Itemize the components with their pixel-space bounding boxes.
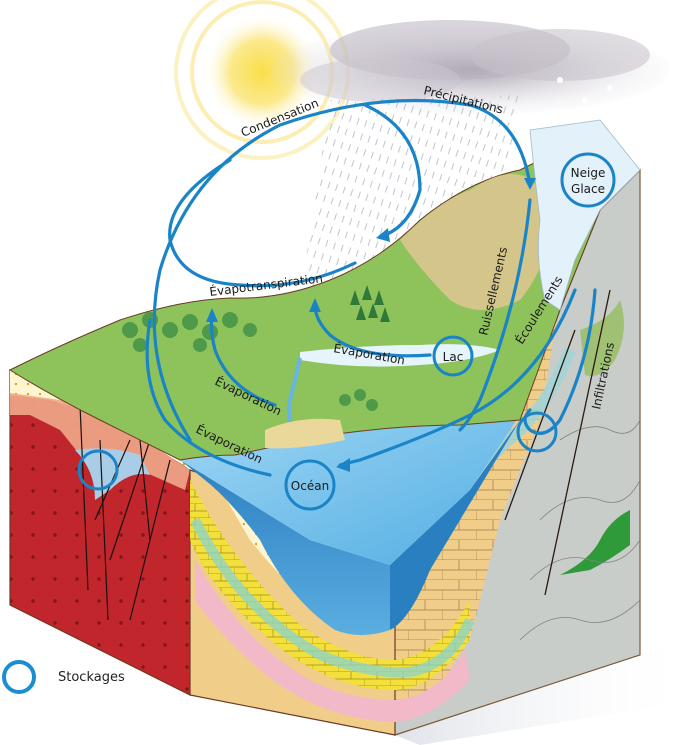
storage-aquifer-right xyxy=(516,411,558,453)
arrowhead-ocean xyxy=(336,458,350,472)
aquifer-pocket-left xyxy=(75,448,150,500)
glacier xyxy=(529,119,641,311)
faults-right xyxy=(504,289,611,596)
flow-evapotranspiration xyxy=(168,158,357,288)
arrowhead-precip-inner xyxy=(376,228,390,242)
delta xyxy=(265,418,345,449)
ground-shadow xyxy=(395,640,700,745)
label-glace: Glace xyxy=(571,182,605,196)
legend-label-stockages: Stockages xyxy=(58,669,125,685)
ocean-side xyxy=(390,420,520,630)
flow-ruissellements xyxy=(458,198,532,432)
legend: Stockages xyxy=(2,660,125,694)
label-ocean: Océan xyxy=(291,479,329,493)
green-lens xyxy=(580,300,624,376)
cloud-icon xyxy=(270,20,670,115)
storage-ocean xyxy=(284,459,336,511)
green-vein xyxy=(560,510,630,575)
arrowhead-evap-lake xyxy=(309,298,321,312)
flow-evaporation-ocean xyxy=(145,318,272,477)
conifers xyxy=(350,285,390,322)
label-lac: Lac xyxy=(443,350,464,364)
storage-ring-icon xyxy=(2,660,36,694)
flow-ecoulements xyxy=(338,288,577,467)
mountain-range xyxy=(400,174,550,310)
limestone-layer xyxy=(190,480,470,690)
storage-aquifer-left xyxy=(77,449,119,491)
ocean-front xyxy=(180,460,390,635)
aquifer-band-fold xyxy=(190,517,475,678)
schist-folds xyxy=(519,419,641,641)
flow-precip-inner xyxy=(363,103,422,237)
flow-evaporation-lake xyxy=(313,303,432,358)
flow-infiltrations xyxy=(523,288,597,435)
storage-neige-glace xyxy=(560,152,616,208)
arrowhead-precipitations xyxy=(524,178,536,190)
flow-evaporation-land xyxy=(209,313,277,407)
storage-lac xyxy=(432,335,474,377)
ocean-surface xyxy=(180,415,520,565)
label-neige: Neige xyxy=(571,166,606,180)
arrowhead-evap-land xyxy=(206,308,218,322)
flow-condensation-arrow xyxy=(152,98,532,442)
rain-area xyxy=(300,95,520,300)
clay-layer xyxy=(195,560,470,722)
